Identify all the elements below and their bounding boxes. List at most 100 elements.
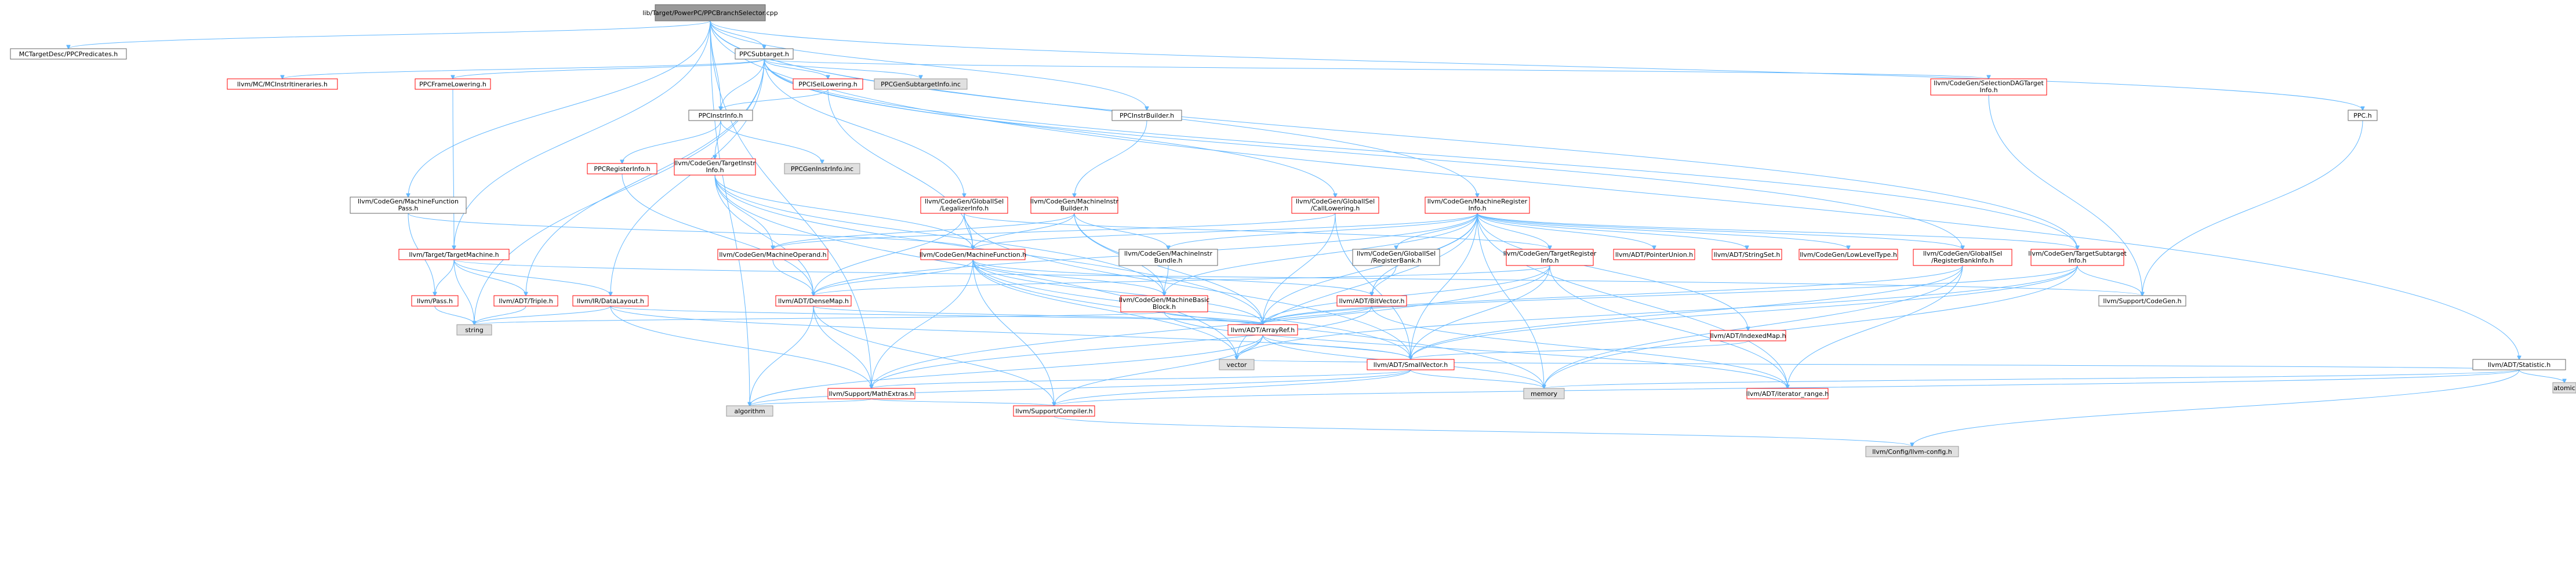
graph-node-ppcinstrbuilder[interactable]: PPCInstrBuilder.h bbox=[1111, 110, 1182, 121]
include-edge-root-to-statistic bbox=[710, 20, 2519, 359]
graph-node-targetmachine[interactable]: llvm/Target/TargetMachine.h bbox=[398, 249, 510, 260]
graph-node-box bbox=[1523, 388, 1565, 399]
graph-node-label: llvm/ADT/IndexedMap.h bbox=[1710, 332, 1786, 340]
graph-node-indexedmap[interactable]: llvm/ADT/IndexedMap.h bbox=[1710, 330, 1786, 341]
graph-node-string: string bbox=[456, 324, 492, 336]
include-edge-bitvector-to-iterator_range bbox=[1371, 305, 1787, 388]
include-edge-statistic-to-llvmconfig bbox=[1912, 369, 2520, 446]
graph-node-box bbox=[1120, 295, 1208, 312]
graph-node-ppch[interactable]: PPC.h bbox=[2348, 110, 2378, 121]
graph-node-label: string bbox=[465, 326, 484, 334]
graph-node-calllowering[interactable]: llvm/CodeGen/GlobalISel/CallLowering.h bbox=[1291, 197, 1379, 214]
graph-node-mathextras[interactable]: llvm/Support/MathExtras.h bbox=[827, 388, 915, 399]
include-edge-registerbankinfo-to-iterator_range bbox=[1787, 265, 1963, 388]
graph-node-pass[interactable]: llvm/Pass.h bbox=[411, 295, 459, 307]
include-edge-arrayref-to-vector bbox=[1237, 334, 1263, 359]
include-edge-targetsubtargetinfo-to-smallvector bbox=[1411, 265, 2078, 359]
graph-node-label: memory bbox=[1531, 390, 1557, 398]
include-edge-machineinstrbuilder-to-machinefunction bbox=[973, 213, 1075, 249]
graph-node-legalizerinfo[interactable]: llvm/CodeGen/GlobalISel/LegalizerInfo.h bbox=[920, 197, 1008, 214]
graph-node-codegen[interactable]: llvm/Support/CodeGen.h bbox=[2098, 295, 2186, 307]
graph-node-iterator_range[interactable]: llvm/ADT/iterator_range.h bbox=[1746, 388, 1829, 399]
graph-node-box bbox=[1118, 249, 1218, 266]
graph-node-label: llvm/CodeGen/LowLevelType.h bbox=[1800, 251, 1897, 259]
include-edge-ppcinstrinfo-to-targetinstrinfo bbox=[715, 120, 721, 159]
include-edge-targetregisterinfo-to-densemap bbox=[813, 265, 1550, 296]
include-edge-targetmachine-to-datalayout bbox=[453, 259, 611, 296]
graph-node-ppcsubtarget[interactable]: PPCSubtarget.h bbox=[735, 48, 794, 60]
graph-node-label: llvm/Support/MathExtras.h bbox=[829, 390, 914, 398]
graph-node-box bbox=[717, 249, 829, 260]
include-edge-machineregisterinfo-to-indexedmap bbox=[1477, 213, 1748, 330]
include-edge-arrayref-to-compiler bbox=[1054, 334, 1263, 406]
graph-node-llvmconfig: llvm/Config/llvm-config.h bbox=[1865, 446, 1959, 457]
graph-node-box bbox=[1367, 359, 1455, 370]
graph-node-label: PPCInstrBuilder.h bbox=[1120, 112, 1174, 119]
include-edge-root-to-targetmachine bbox=[454, 20, 711, 249]
include-edge-registerbankinfo-to-memory bbox=[1544, 265, 1963, 388]
graph-node-statistic[interactable]: llvm/ADT/Statistic.h bbox=[2472, 359, 2566, 370]
graph-node-box bbox=[415, 78, 491, 90]
include-edge-targetinstrinfo-to-machinefunction bbox=[714, 174, 973, 249]
graph-node-registerbankinfo[interactable]: llvm/CodeGen/GlobalISel/RegisterBankInfo… bbox=[1913, 249, 2012, 266]
graph-node-box bbox=[1712, 249, 1782, 260]
include-edge-ppcisellowering-to-machinefunction bbox=[827, 89, 973, 249]
graph-node-box bbox=[1352, 249, 1440, 266]
graph-node-label: atomic bbox=[2553, 384, 2575, 392]
graph-node-ppcisellowering[interactable]: PPCISelLowering.h bbox=[793, 78, 863, 90]
include-edge-legalizerinfo-to-smallvector bbox=[964, 213, 1411, 359]
include-edge-densemap-to-arrayref bbox=[813, 305, 1263, 325]
nodes-layer: lib/Target/PowerPC/PPCBranchSelector.cpp… bbox=[10, 4, 2576, 457]
graph-node-box bbox=[350, 197, 467, 214]
graph-node-ppcpredicates[interactable]: MCTargetDesc/PPCPredicates.h bbox=[10, 48, 127, 60]
graph-node-datalayout[interactable]: llvm/IR/DataLayout.h bbox=[572, 295, 649, 307]
graph-node-ppcinstrinfo[interactable]: PPCInstrInfo.h bbox=[688, 110, 753, 121]
include-edge-ppcsubtarget-to-ppcisellowering bbox=[764, 59, 828, 79]
include-edge-root-to-machinefunctionpass bbox=[408, 20, 711, 197]
graph-node-box bbox=[411, 295, 459, 307]
include-edge-targetsubtargetinfo-to-codegen bbox=[2077, 265, 2142, 296]
graph-node-box bbox=[1030, 197, 1118, 214]
include-edge-ppcregisterinfo-to-densemap bbox=[622, 173, 813, 296]
graph-node-registerbank[interactable]: llvm/CodeGen/GlobalISel/RegisterBank.h bbox=[1352, 249, 1440, 266]
include-edge-root-to-targetsubtargetinfo bbox=[710, 20, 2077, 249]
graph-node-stringset[interactable]: llvm/ADT/StringSet.h bbox=[1712, 249, 1782, 260]
graph-node-box bbox=[493, 295, 558, 307]
graph-node-mcinstritineraries[interactable]: llvm/MC/MCInstrItineraries.h bbox=[227, 78, 338, 90]
graph-node-machineoperand[interactable]: llvm/CodeGen/MachineOperand.h bbox=[717, 249, 829, 260]
include-edge-targetmachine-to-triple bbox=[453, 259, 526, 296]
include-edge-legalizerinfo-to-densemap bbox=[813, 213, 965, 296]
graph-node-ppcregisterinfo[interactable]: PPCRegisterInfo.h bbox=[587, 163, 657, 174]
include-edge-statistic-to-compiler bbox=[1054, 369, 2520, 406]
graph-node-box bbox=[1219, 359, 1255, 370]
graph-node-densemap[interactable]: llvm/ADT/DenseMap.h bbox=[775, 295, 852, 307]
include-edge-machineregisterinfo-to-lowleveltype bbox=[1477, 213, 1848, 249]
graph-node-box bbox=[735, 48, 794, 60]
graph-node-lowleveltype[interactable]: llvm/CodeGen/LowLevelType.h bbox=[1799, 249, 1898, 260]
graph-node-ppcframelowering[interactable]: PPCFrameLowering.h bbox=[415, 78, 491, 90]
graph-node-box bbox=[1336, 295, 1407, 307]
include-edge-pass-to-string bbox=[434, 305, 474, 325]
graph-node-triple[interactable]: llvm/ADT/Triple.h bbox=[493, 295, 558, 307]
include-edge-ppcsubtarget-to-legalizerinfo bbox=[764, 59, 964, 197]
graph-node-smallvector[interactable]: llvm/ADT/SmallVector.h bbox=[1367, 359, 1455, 370]
graph-node-arrayref[interactable]: llvm/ADT/ArrayRef.h bbox=[1227, 324, 1298, 336]
graph-node-box bbox=[1799, 249, 1898, 260]
graph-node-machinefunction[interactable]: llvm/CodeGen/MachineFunction.h bbox=[920, 249, 1027, 260]
include-edge-targetregisterinfo-to-smallvector bbox=[1411, 265, 1550, 359]
graph-node-bitvector[interactable]: llvm/ADT/BitVector.h bbox=[1336, 295, 1407, 307]
graph-node-compiler[interactable]: llvm/Support/Compiler.h bbox=[1013, 405, 1095, 417]
include-edge-mathextras-to-algorithm bbox=[750, 398, 872, 406]
graph-node-pointerunion[interactable]: llvm/ADT/PointerUnion.h bbox=[1613, 249, 1695, 260]
